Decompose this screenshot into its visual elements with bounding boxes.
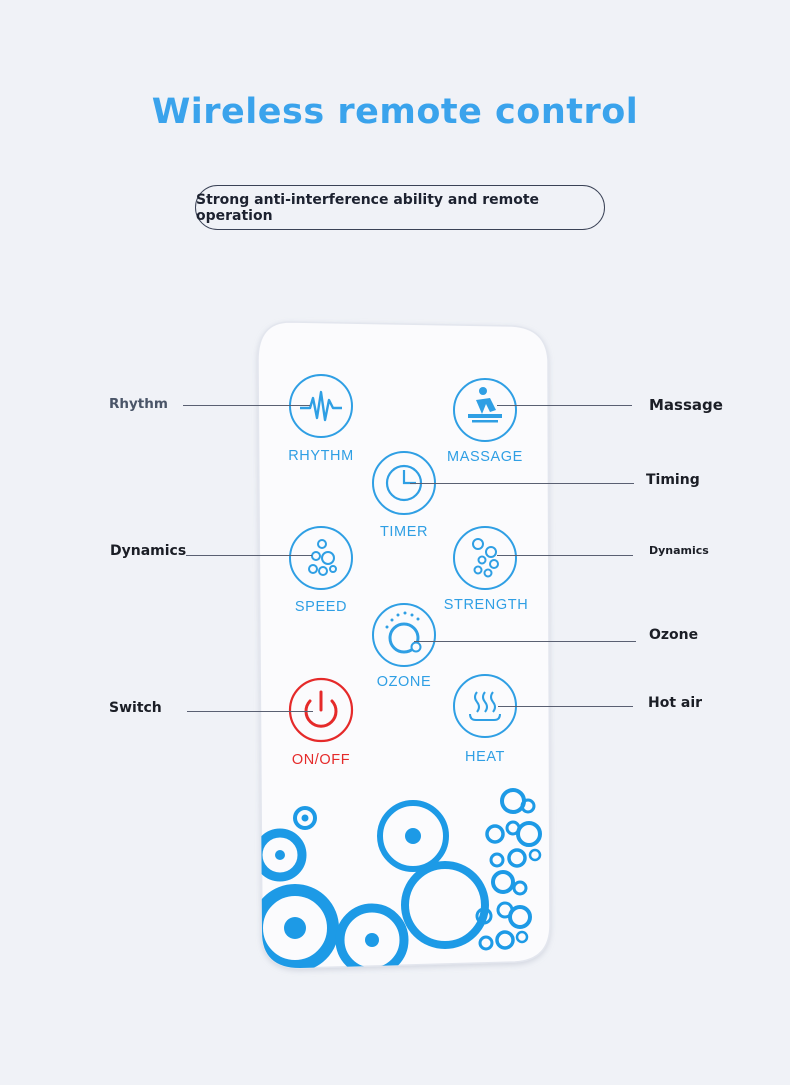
leader-line-timing: [410, 483, 634, 484]
strength-button-label: STRENGTH: [443, 597, 529, 613]
callout-dynamics-left: Dynamics: [110, 543, 187, 559]
callout-massage: Massage: [649, 396, 723, 414]
leader-line-dynamics-right: [497, 555, 633, 556]
speed-button-label: SPEED: [294, 599, 348, 615]
subtitle-pill: Strong anti-interference ability and rem…: [195, 185, 605, 230]
massage-icon: [468, 387, 502, 423]
ozone-icon: [385, 611, 422, 654]
callout-dynamics-right: Dynamics: [649, 544, 709, 557]
bubbles-icon: [472, 538, 499, 578]
callout-ozone: Ozone: [649, 627, 699, 643]
leader-line-ozone: [414, 641, 636, 642]
strength-button[interactable]: [453, 526, 517, 590]
ozone-button-label: OZONE: [376, 674, 432, 690]
power-icon: [304, 690, 338, 728]
massage-button-label: MASSAGE: [447, 449, 523, 465]
massage-button[interactable]: [453, 378, 517, 442]
callout-hot-air: Hot air: [648, 695, 703, 711]
ozone-button[interactable]: [372, 603, 436, 667]
leader-line-switch: [187, 711, 313, 712]
leader-line-massage: [497, 405, 632, 406]
speed-button[interactable]: [289, 526, 353, 590]
leader-line-hot-air: [498, 706, 633, 707]
subtitle-text: Strong anti-interference ability and rem…: [196, 191, 540, 224]
pulse-icon: [300, 390, 342, 422]
rhythm-button-label: RHYTHM: [288, 448, 354, 464]
timer-button-label: TIMER: [379, 524, 429, 540]
power-button[interactable]: [288, 677, 354, 743]
onoff-button-label: ON/OFF: [291, 752, 351, 768]
bubbles-icon: [308, 539, 337, 576]
callout-rhythm: Rhythm: [109, 396, 168, 412]
rhythm-button[interactable]: [289, 374, 353, 438]
heat-icon: [469, 691, 501, 721]
heat-button-label: HEAT: [465, 749, 505, 765]
leader-line-dynamics-left: [186, 555, 312, 556]
decorative-bubbles: [258, 788, 542, 968]
page-title: Wireless remote control: [151, 92, 639, 132]
callout-switch: Switch: [109, 700, 162, 716]
callout-timing: Timing: [646, 472, 700, 488]
leader-line-rhythm: [183, 405, 310, 406]
